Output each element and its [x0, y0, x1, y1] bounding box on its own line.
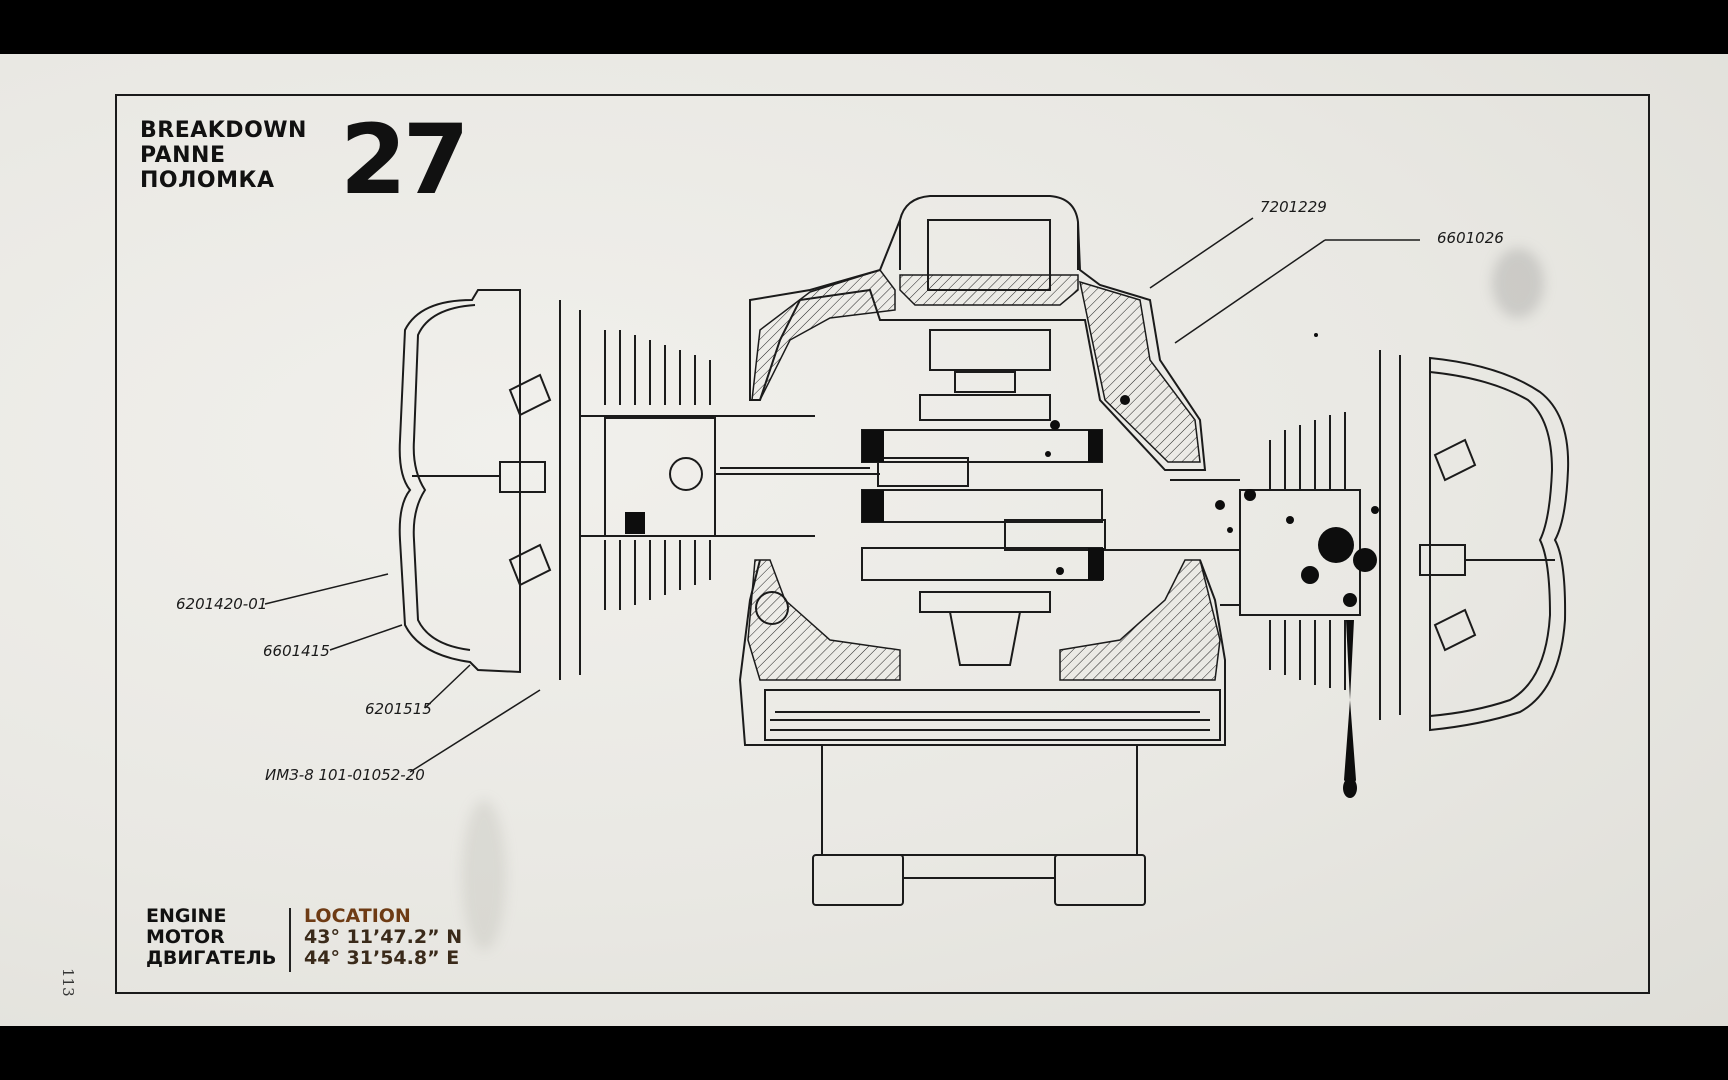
crankshaft-web-3: [861, 547, 1103, 581]
location-latitude: 43° 11’47.2” N: [304, 926, 463, 948]
gearbox-housing: [821, 744, 1138, 856]
leader-6201420-01: [264, 573, 389, 605]
footer-divider: [289, 908, 291, 972]
ink-stain: [1492, 248, 1544, 318]
category-ru: ДВИГАТЕЛЬ: [146, 947, 277, 969]
leader-6601415: [329, 624, 403, 651]
page-number: 113: [59, 968, 77, 997]
category-fr: MOTOR: [146, 926, 225, 948]
title-word-en: BREAKDOWN: [140, 118, 307, 143]
left-cylinder-fins: [604, 330, 711, 610]
leader-6601026: [1174, 239, 1326, 344]
location-block: LOCATION 43° 11’47.2” N 44° 31’54.8” E: [304, 906, 462, 969]
left-valve-cover: [398, 289, 521, 674]
title-word-fr: PANNE: [140, 143, 226, 168]
right-cylinder-fins: [1269, 412, 1346, 690]
title-word-ru: ПОЛОМКА: [140, 168, 275, 193]
location-longitude: 44° 31’54.8” E: [304, 947, 460, 969]
leader-7201229: [1149, 217, 1254, 289]
left-piston: [604, 417, 716, 537]
breakdown-title: BREAKDOWN PANNE ПОЛОМКА: [140, 118, 307, 193]
drawing-frame: [115, 94, 1650, 994]
part-label-imz: ИМЗ-8 101-01052-20: [265, 766, 425, 784]
letterbox-bottom: [0, 1026, 1728, 1080]
crankshaft-web-2: [861, 489, 1103, 523]
category-en: ENGINE: [146, 905, 227, 927]
part-label-6201515: 6201515: [365, 700, 432, 718]
letterbox-top: [0, 0, 1728, 54]
part-label-7201229: 7201229: [1260, 198, 1327, 216]
part-label-6601026: 6601026: [1437, 229, 1504, 247]
ink-splatter: [625, 333, 1379, 798]
engine-category: ENGINE MOTOR ДВИГАТЕЛЬ: [146, 906, 276, 969]
paper-page: [0, 54, 1728, 1026]
part-label-6201420-01: 6201420-01: [176, 595, 267, 613]
leader-imz: [409, 689, 541, 773]
part-label-6601415: 6601415: [263, 642, 330, 660]
right-valve-cover: [1429, 356, 1570, 732]
water-stain: [462, 800, 506, 950]
breakdown-number: 27: [340, 104, 470, 216]
left-valve-cover-inner: [412, 304, 476, 651]
location-label: LOCATION: [304, 905, 411, 927]
leader-6201515: [424, 664, 471, 709]
